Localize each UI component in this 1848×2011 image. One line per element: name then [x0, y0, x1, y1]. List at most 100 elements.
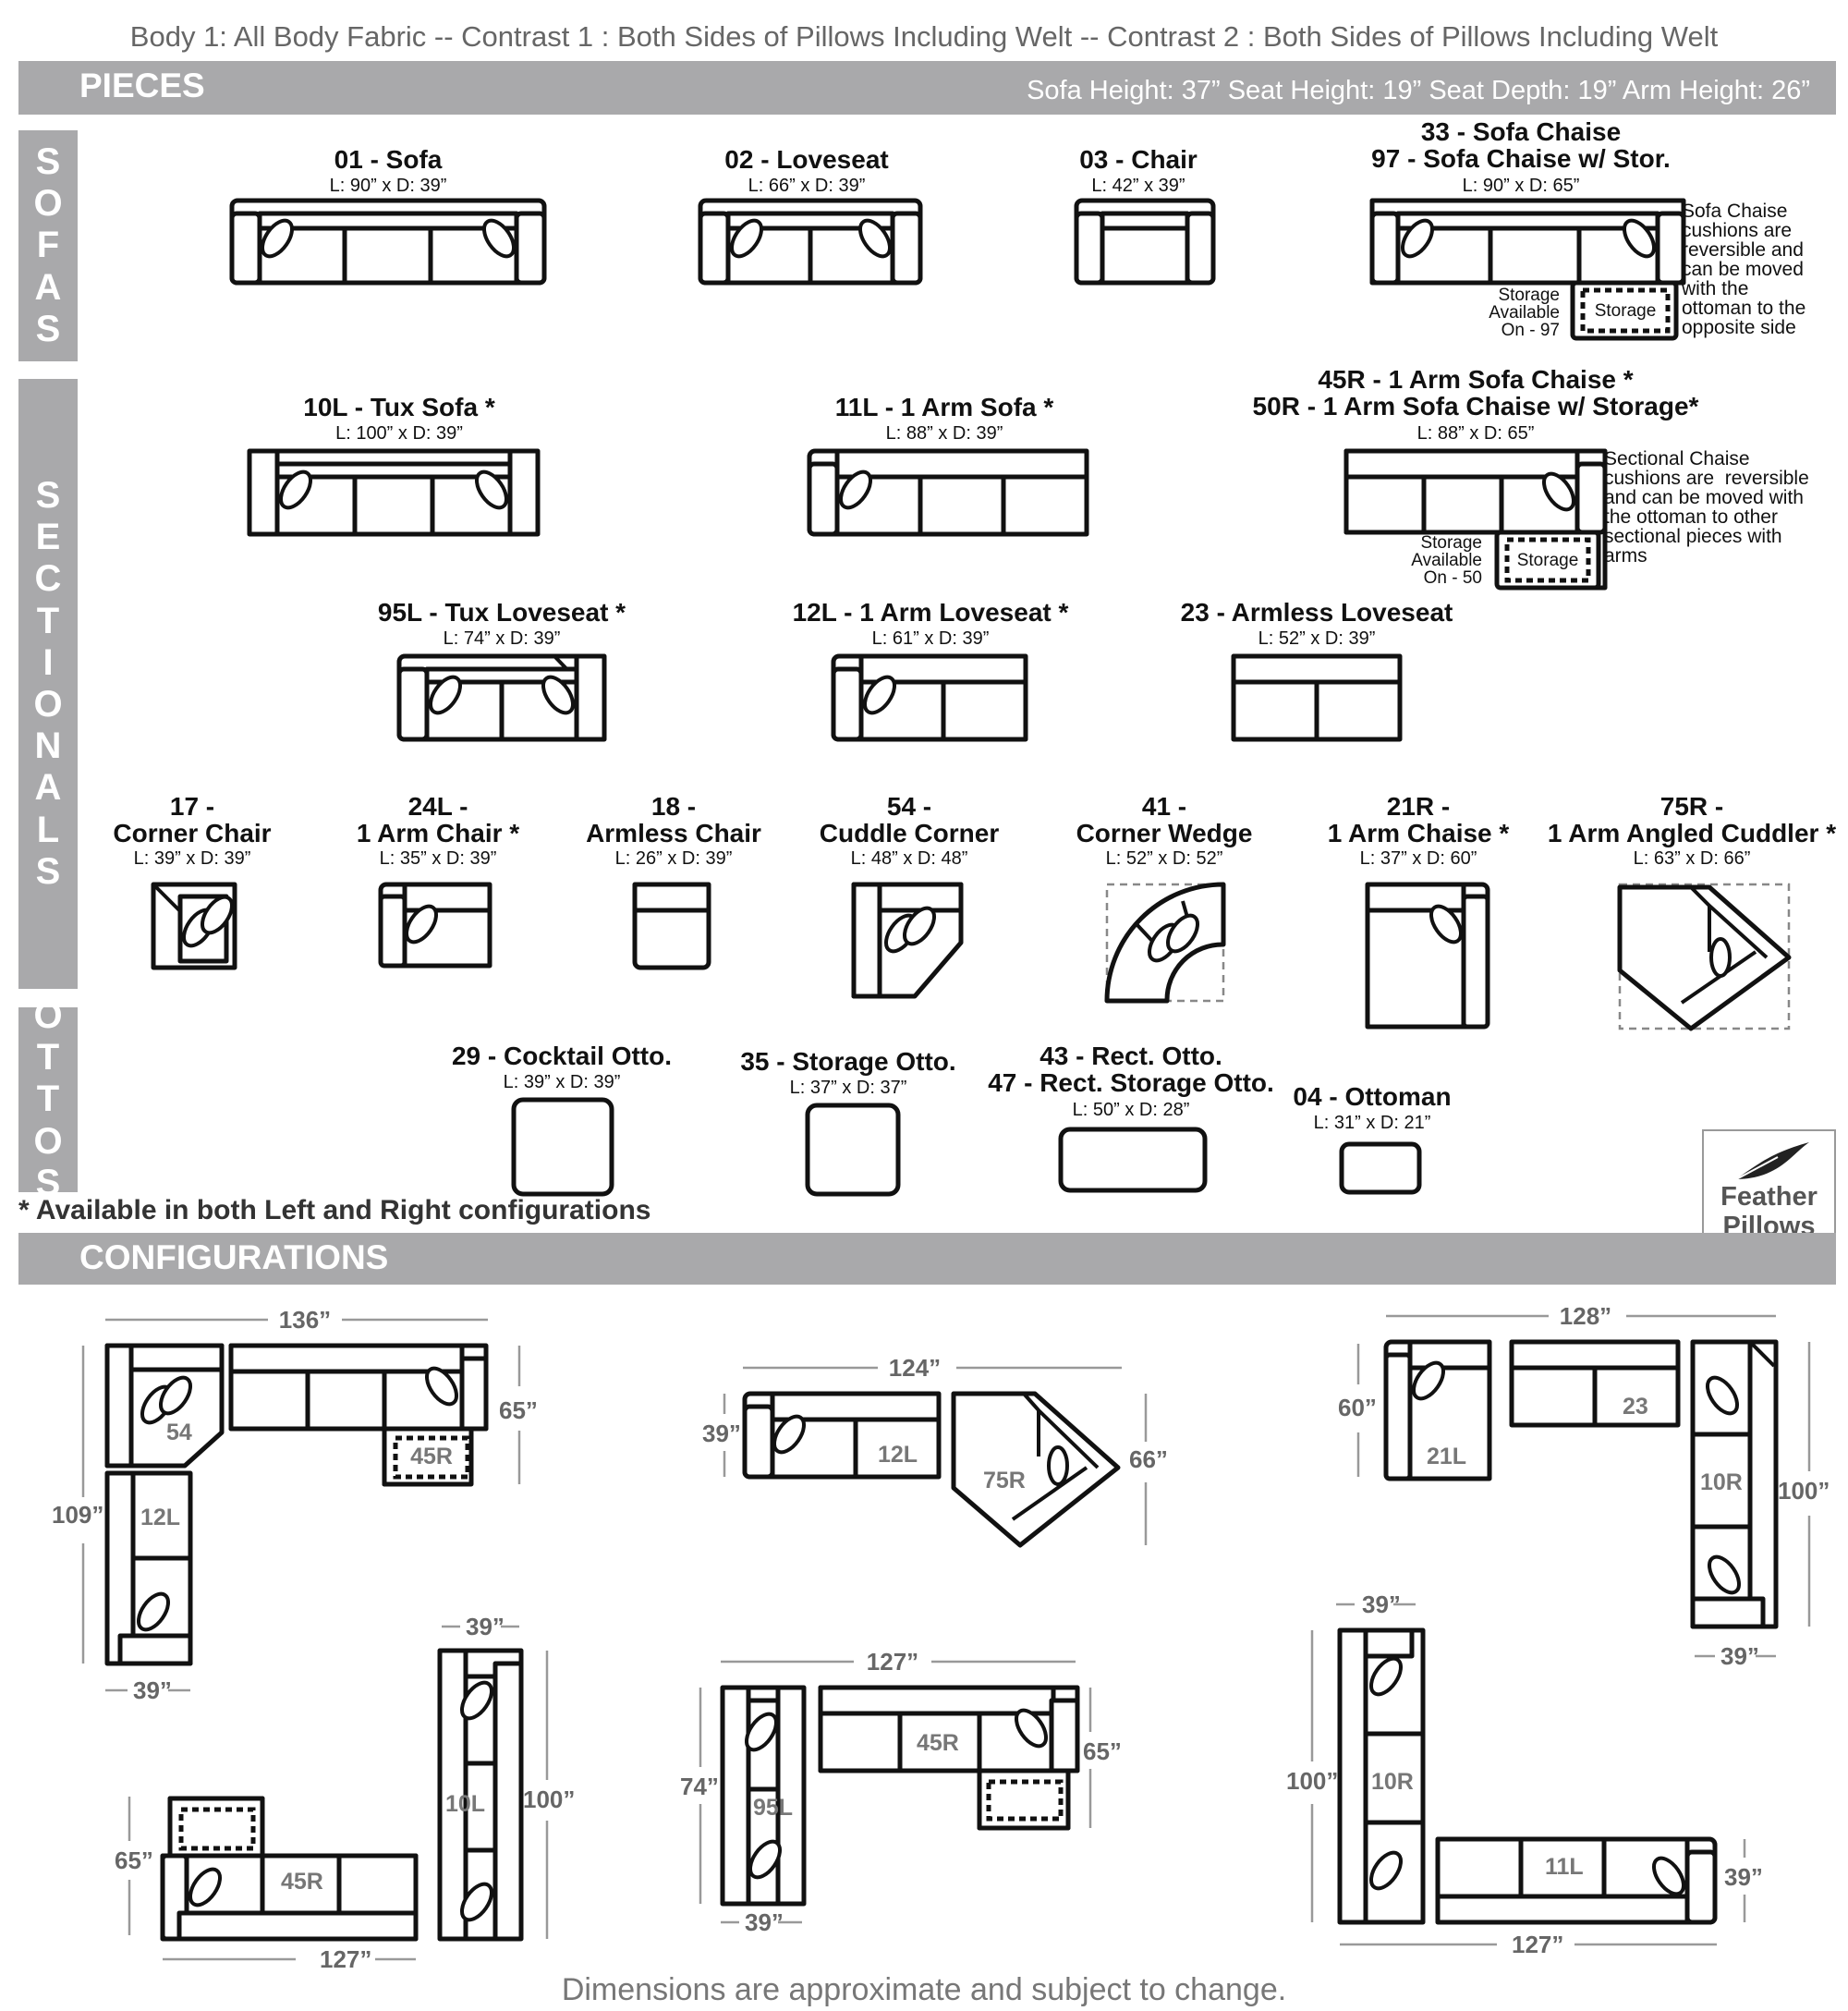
piece-title: 54 - Cuddle Corner — [819, 792, 1000, 848]
dim-label: 128” — [1560, 1302, 1611, 1330]
storage-available-97: Storage Available On - 97 — [1489, 286, 1560, 340]
side-letter: S — [35, 1162, 61, 1203]
sidebar-sectionals: S E C T I O N A L S — [18, 379, 78, 989]
side-letter: S — [35, 308, 61, 349]
piece-dims: L: 74” x D: 39” — [443, 628, 561, 649]
side-letter: S — [35, 141, 61, 183]
otto-04-drawing — [1339, 1141, 1422, 1195]
config-label: 12L — [140, 1505, 180, 1530]
piece-title: 11L - 1 Arm Sofa * — [834, 393, 1054, 421]
sectional-17-drawing — [151, 882, 240, 970]
piece-title: 41 - Corner Wedge — [1076, 792, 1253, 848]
sofa-03-drawing — [1074, 198, 1216, 286]
configurations-title: CONFIGURATIONS — [79, 1238, 389, 1276]
dim-label: 74” — [680, 1773, 719, 1800]
piece-title: 18 - Armless Chair — [586, 792, 761, 848]
sectional-54-drawing — [851, 882, 964, 999]
piece-title: 95L - Tux Loveseat * — [377, 598, 626, 627]
piece-dims: L: 90” x D: 65” — [1462, 176, 1580, 196]
sectional-75R-drawing — [1617, 883, 1792, 1031]
dim-label: 39” — [1720, 1642, 1759, 1670]
piece-dims: L: 35” x D: 39” — [379, 848, 497, 869]
sectional-11L-drawing — [807, 448, 1089, 537]
side-letter: C — [34, 558, 62, 600]
piece-title: 17 - Corner Chair — [113, 792, 272, 848]
dim-label: 127” — [1512, 1931, 1563, 1958]
dim-label: 39” — [1724, 1863, 1763, 1891]
piece-dims: L: 39” x D: 39” — [503, 1072, 621, 1092]
sofa-01-drawing — [229, 198, 547, 286]
piece-dims: L: 39” x D: 39” — [133, 848, 251, 869]
piece-title: 02 - Loveseat — [724, 145, 889, 174]
pieces-band: PIECES Sofa Height: 37” Seat Height: 19”… — [18, 61, 1836, 115]
dim-label: 100” — [523, 1786, 575, 1813]
config-label: 23 — [1623, 1394, 1648, 1420]
dim-label: 39” — [466, 1613, 505, 1640]
dim-label: 39” — [1362, 1591, 1401, 1618]
piece-dims: L: 88” x D: 65” — [1416, 423, 1535, 444]
dim-label: 124” — [889, 1354, 941, 1382]
piece-title: 45R - 1 Arm Sofa Chaise * 50R - 1 Arm So… — [1252, 365, 1699, 421]
side-letter: T — [36, 1037, 60, 1079]
config-label: 10R — [1371, 1769, 1414, 1795]
dim-label: 127” — [867, 1648, 918, 1676]
piece-dims: L: 31” x D: 21” — [1313, 1113, 1431, 1133]
config-label: 12L — [878, 1442, 918, 1468]
otto-35-drawing — [805, 1103, 901, 1197]
piece-dims: L: 42” x 39” — [1091, 176, 1185, 196]
config-label: 45R — [281, 1869, 323, 1895]
side-letter: I — [43, 641, 54, 683]
piece-title: 24L - 1 Arm Chair * — [356, 792, 520, 848]
piece-dims: L: 52” x D: 52” — [1105, 848, 1223, 869]
piece-dims: L: 26” x D: 39” — [614, 848, 733, 869]
piece-title: 33 - Sofa Chaise 97 - Sofa Chaise w/ Sto… — [1371, 117, 1671, 174]
sectional-chaise-note: Sectional Chaise cushions are reversible… — [1604, 448, 1809, 567]
piece-title: 21R - 1 Arm Chaise * — [1327, 792, 1510, 848]
piece-dims: L: 52” x D: 39” — [1258, 628, 1376, 649]
dim-label: 127” — [320, 1945, 371, 1973]
config-label: 10L — [445, 1791, 485, 1817]
config-label: 54 — [166, 1420, 192, 1445]
config-label: 75R — [983, 1468, 1026, 1493]
piece-title: 03 - Chair — [1079, 145, 1198, 174]
sectional-12L-drawing — [831, 653, 1028, 742]
pieces-specs: Sofa Height: 37” Seat Height: 19” Seat D… — [1027, 76, 1810, 105]
header-note: Body 1: All Body Fabric -- Contrast 1 : … — [129, 20, 1719, 53]
config-label: 21L — [1427, 1444, 1466, 1469]
sectional-41-drawing — [1104, 882, 1226, 1004]
piece-title: 23 - Armless Loveseat — [1180, 598, 1453, 627]
configurations-band: CONFIGURATIONS — [18, 1233, 1836, 1285]
dim-label: 39” — [702, 1420, 741, 1447]
piece-title: 35 - Storage Otto. — [740, 1047, 956, 1076]
config-label: 10R — [1700, 1469, 1743, 1495]
feather-pillows-badge: Feather Pillows — [1702, 1129, 1836, 1246]
config-label: 45R — [917, 1730, 959, 1756]
piece-dims: L: 37” x D: 60” — [1359, 848, 1477, 869]
config-label: 95L — [753, 1795, 793, 1821]
side-letter: E — [35, 517, 61, 558]
piece-dims: L: 50” x D: 28” — [1072, 1100, 1190, 1120]
feather-icon — [1725, 1142, 1809, 1186]
side-letter: A — [34, 266, 62, 308]
storage-available-50: Storage Available On - 50 — [1411, 533, 1482, 588]
dim-label: 65” — [1083, 1737, 1122, 1765]
config-2: 124” 39” 66” 12L 75R — [702, 1354, 1168, 1548]
sofa-chaise-note: Sofa Chaise cushions are reversible and … — [1682, 201, 1806, 338]
sectional-10L-drawing — [247, 448, 541, 537]
side-letter: L — [36, 809, 60, 850]
config-1: 136” 65” 109” 39” 54 45R 12L — [52, 1306, 538, 1704]
piece-title: 29 - Cocktail Otto. — [451, 1042, 673, 1070]
piece-dims: L: 48” x D: 48” — [850, 848, 968, 869]
side-letter: N — [34, 725, 62, 767]
sectional-24L-drawing — [378, 882, 492, 969]
piece-dims: L: 63” x D: 66” — [1633, 848, 1751, 869]
config-label: 11L — [1545, 1854, 1584, 1880]
sectional-23-drawing — [1231, 653, 1403, 742]
config-3: 128” 60” 100” 39” 21L 23 10R — [1338, 1302, 1830, 1670]
piece-title: 01 - Sofa — [334, 145, 443, 174]
side-letter: O — [33, 995, 63, 1037]
dim-label: 100” — [1778, 1477, 1830, 1505]
side-letter: S — [35, 850, 61, 892]
piece-title: 10L - Tux Sofa * — [303, 393, 495, 421]
sectional-18-drawing — [632, 882, 711, 970]
